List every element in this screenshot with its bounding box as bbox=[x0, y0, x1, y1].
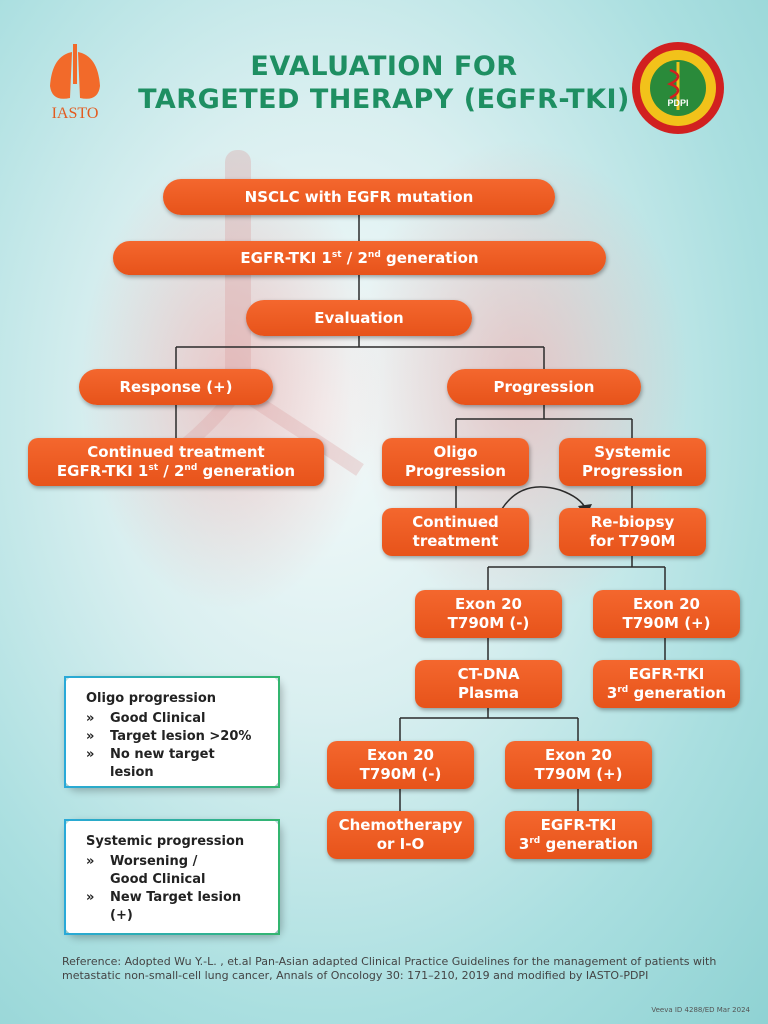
node-chemotherapy: Chemotherapy or I-O bbox=[327, 811, 474, 859]
node-oligo-line2: Progression bbox=[405, 462, 506, 480]
node-ctdna-plasma: CT-DNA Plasma bbox=[415, 660, 562, 708]
legend-systemic-item: Worsening /Good Clinical bbox=[86, 853, 262, 889]
node-exon-pos-line2: T790M (+) bbox=[622, 614, 711, 632]
legend-systemic-list: Worsening /Good Clinical New Target lesi… bbox=[86, 853, 262, 925]
node-continued-treatment: Continued treatment bbox=[382, 508, 529, 556]
node-chemo-line1: Chemotherapy bbox=[338, 816, 463, 834]
node-nsclc: NSCLC with EGFR mutation bbox=[163, 179, 555, 215]
node-continued-treatment-tki: Continued treatment EGFR-TKI 1st / 2nd g… bbox=[28, 438, 324, 486]
node-rebiopsy-line2: for T790M bbox=[589, 532, 676, 550]
legend-oligo-heading: Oligo progression bbox=[86, 691, 217, 706]
title-line-1: EVALUATION FOR bbox=[250, 51, 518, 82]
node-exon-neg-line2: T790M (-) bbox=[447, 614, 530, 632]
node-egfr-tki-3rd-gen-2: EGFR-TKI 3rd generation bbox=[505, 811, 652, 859]
node-systemic-line1: Systemic bbox=[594, 443, 671, 461]
legend-oligo-item: Good Clinical bbox=[86, 710, 262, 728]
node-exon20-t790m-positive: Exon 20 T790M (+) bbox=[593, 590, 740, 638]
svg-text:IASTO: IASTO bbox=[52, 105, 99, 122]
node-oligo-progression: Oligo Progression bbox=[382, 438, 529, 486]
node-continued-treatment-line2: EGFR-TKI 1st / 2nd generation bbox=[56, 462, 296, 480]
node-ctdna-line1: CT-DNA bbox=[457, 665, 520, 683]
node-progression-label: Progression bbox=[493, 377, 595, 396]
node-exon20-t790m-negative-2: Exon 20 T790M (-) bbox=[327, 741, 474, 789]
title-line-2: TARGETED THERAPY (EGFR-TKI) bbox=[138, 84, 630, 115]
node-rebiopsy-line1: Re-biopsy bbox=[590, 513, 675, 531]
legend-systemic-progression: Systemic progression Worsening /Good Cli… bbox=[64, 819, 280, 935]
node-exon20-t790m-positive-2: Exon 20 T790M (+) bbox=[505, 741, 652, 789]
node-exon2-neg-line1: Exon 20 bbox=[366, 746, 434, 764]
node-egfr-tki-3rd-gen: EGFR-TKI 3rd generation bbox=[593, 660, 740, 708]
reference-text: Reference: Adopted Wu Y.-L. , et.al Pan-… bbox=[62, 955, 717, 982]
node-egfr-tki-generation: EGFR-TKI 1st / 2nd generation bbox=[113, 241, 606, 275]
node-continued-line1: Continued bbox=[412, 513, 499, 531]
node-exon2-pos-line2: T790M (+) bbox=[534, 765, 623, 783]
node-oligo-line1: Oligo bbox=[433, 443, 478, 461]
node-continued-treatment-line1: Continued treatment bbox=[87, 443, 265, 461]
node-continued-line2: treatment bbox=[412, 532, 499, 550]
legend-systemic-heading: Systemic progression bbox=[86, 834, 245, 849]
legend-oligo-item: No new target lesion bbox=[86, 746, 262, 782]
node-rebiopsy: Re-biopsy for T790M bbox=[559, 508, 706, 556]
legend-oligo-progression: Oligo progression Good Clinical Target l… bbox=[64, 676, 280, 788]
veeva-id: Veeva ID 4288/ED Mar 2024 bbox=[651, 1006, 750, 1014]
legend-oligo-list: Good Clinical Target lesion >20% No new … bbox=[86, 710, 262, 782]
node-tki3-line1: EGFR-TKI bbox=[628, 665, 705, 683]
legend-oligo-item: Target lesion >20% bbox=[86, 728, 262, 746]
legend-systemic-item: New Target lesion (+) bbox=[86, 889, 262, 925]
node-tki3b-line2: 3rd generation bbox=[518, 835, 639, 853]
pdpi-logo: PDPI bbox=[632, 42, 724, 134]
node-systemic-progression: Systemic Progression bbox=[559, 438, 706, 486]
node-tki3b-line1: EGFR-TKI bbox=[540, 816, 617, 834]
node-exon20-t790m-negative: Exon 20 T790M (-) bbox=[415, 590, 562, 638]
node-ctdna-line2: Plasma bbox=[458, 684, 519, 702]
node-response: Response (+) bbox=[79, 369, 273, 405]
node-systemic-line2: Progression bbox=[582, 462, 683, 480]
node-response-label: Response (+) bbox=[119, 377, 233, 396]
node-tki3-line2: 3rd generation bbox=[606, 684, 727, 702]
node-evaluation: Evaluation bbox=[246, 300, 472, 336]
iasto-logo: IASTO bbox=[50, 44, 100, 122]
page-title: EVALUATION FOR TARGETED THERAPY (EGFR-TK… bbox=[110, 50, 658, 116]
node-progression: Progression bbox=[447, 369, 641, 405]
node-exon-pos-line1: Exon 20 bbox=[632, 595, 700, 613]
node-exon2-neg-line2: T790M (-) bbox=[359, 765, 442, 783]
node-chemo-line2: or I-O bbox=[376, 835, 425, 853]
node-evaluation-label: Evaluation bbox=[314, 308, 404, 327]
svg-text:PDPI: PDPI bbox=[667, 98, 688, 108]
node-egfr-tki-generation-label: EGFR-TKI 1st / 2nd generation bbox=[240, 248, 479, 267]
node-nsclc-label: NSCLC with EGFR mutation bbox=[244, 187, 474, 206]
node-exon2-pos-line1: Exon 20 bbox=[544, 746, 612, 764]
node-exon-neg-line1: Exon 20 bbox=[454, 595, 522, 613]
